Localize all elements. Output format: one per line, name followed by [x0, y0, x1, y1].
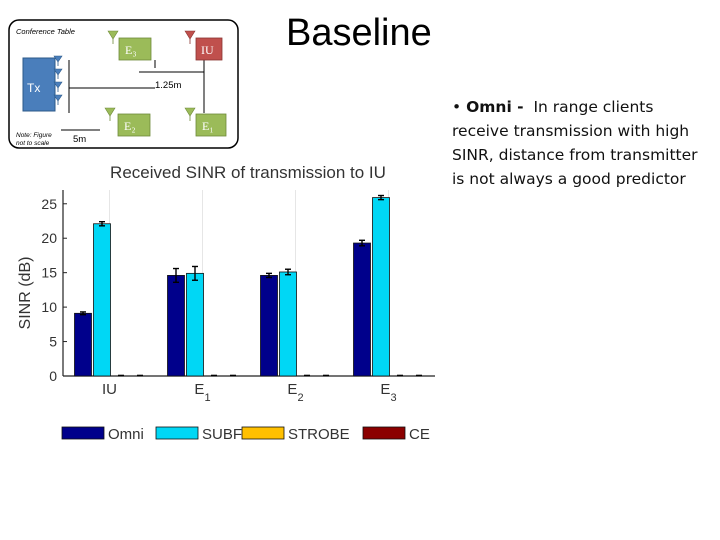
- y-tick-label: 0: [49, 368, 57, 384]
- y-axis-label: SINR (dB): [17, 257, 34, 330]
- bullet-body: In range clients receive transmission wi…: [452, 98, 698, 188]
- antenna-icon: [107, 30, 119, 40]
- y-tick-label: 15: [41, 265, 57, 281]
- room-label: Conference Table: [16, 27, 75, 36]
- node-e3: E₃: [107, 30, 152, 61]
- bar-omni-e1: [167, 275, 185, 377]
- bar-subf-e1: [186, 272, 204, 377]
- node-e1-label: E₁: [202, 119, 214, 133]
- sinr-bar-chart: Received SINR of transmission to IU SINR…: [17, 163, 435, 443]
- note-line-2: not to scale: [16, 140, 50, 147]
- x-tick-label-e1: E1: [194, 381, 210, 404]
- legend-label-ce: CE: [409, 426, 430, 443]
- legend-label-omni: Omni: [108, 426, 144, 443]
- node-e1: E₁: [184, 107, 227, 137]
- bar-omni-e3: [353, 242, 371, 377]
- tx-block: [22, 57, 56, 112]
- legend: Omni SUBF STROBE CE: [61, 426, 430, 443]
- legend-swatch-subf: [155, 426, 199, 440]
- y-tick-label: 10: [41, 299, 57, 315]
- x-tick-label-e3: E3: [380, 381, 396, 404]
- bar-subf-e2: [279, 271, 297, 377]
- y-tick-label: 25: [41, 196, 57, 212]
- bullet-point: • Omni - In range clients receive transm…: [452, 95, 714, 191]
- chart-title: Received SINR of transmission to IU: [110, 163, 386, 182]
- legend-swatch-ce: [362, 426, 406, 440]
- diagram-lines: [61, 60, 205, 131]
- x-tick-label-e2: E2: [287, 381, 303, 404]
- bar-omni-e2: [260, 275, 278, 377]
- tx-label: Tx: [27, 81, 40, 95]
- node-e3-label: E₃: [125, 43, 137, 57]
- distance-short-label: 1.25m: [155, 80, 181, 91]
- bullet-symbol: •: [452, 98, 462, 116]
- legend-label-strobe: STROBE: [288, 426, 350, 443]
- slide-title: Baseline: [286, 12, 432, 54]
- legend-swatch-omni: [61, 426, 105, 440]
- y-tick-label: 20: [41, 230, 57, 246]
- diagram-frame: [8, 19, 239, 149]
- legend-label-subf: SUBF: [202, 426, 242, 443]
- antenna-icon: [184, 107, 196, 117]
- x-tick-label-iu: IU: [102, 381, 117, 398]
- note-line-1: Note: Figure: [16, 132, 52, 139]
- node-e2-label: E₂: [124, 119, 136, 133]
- node-iu: IU: [184, 30, 223, 61]
- bar-subf-e3: [372, 197, 390, 377]
- antenna-icon: [184, 30, 196, 40]
- node-iu-label: IU: [201, 43, 214, 57]
- tx-antenna-icons: [53, 55, 63, 105]
- bar-subf-iu: [93, 223, 111, 377]
- bar-omni-iu: [74, 312, 92, 377]
- legend-swatch-strobe: [241, 426, 285, 440]
- bullet-bold-label: Omni -: [466, 98, 524, 116]
- distance-long-label: 5m: [73, 134, 86, 145]
- node-e2: E₂: [104, 107, 151, 137]
- antenna-icon: [104, 107, 116, 117]
- setup-diagram: Conference Table Tx E₃ IU: [8, 19, 239, 149]
- y-tick-label: 5: [49, 334, 57, 350]
